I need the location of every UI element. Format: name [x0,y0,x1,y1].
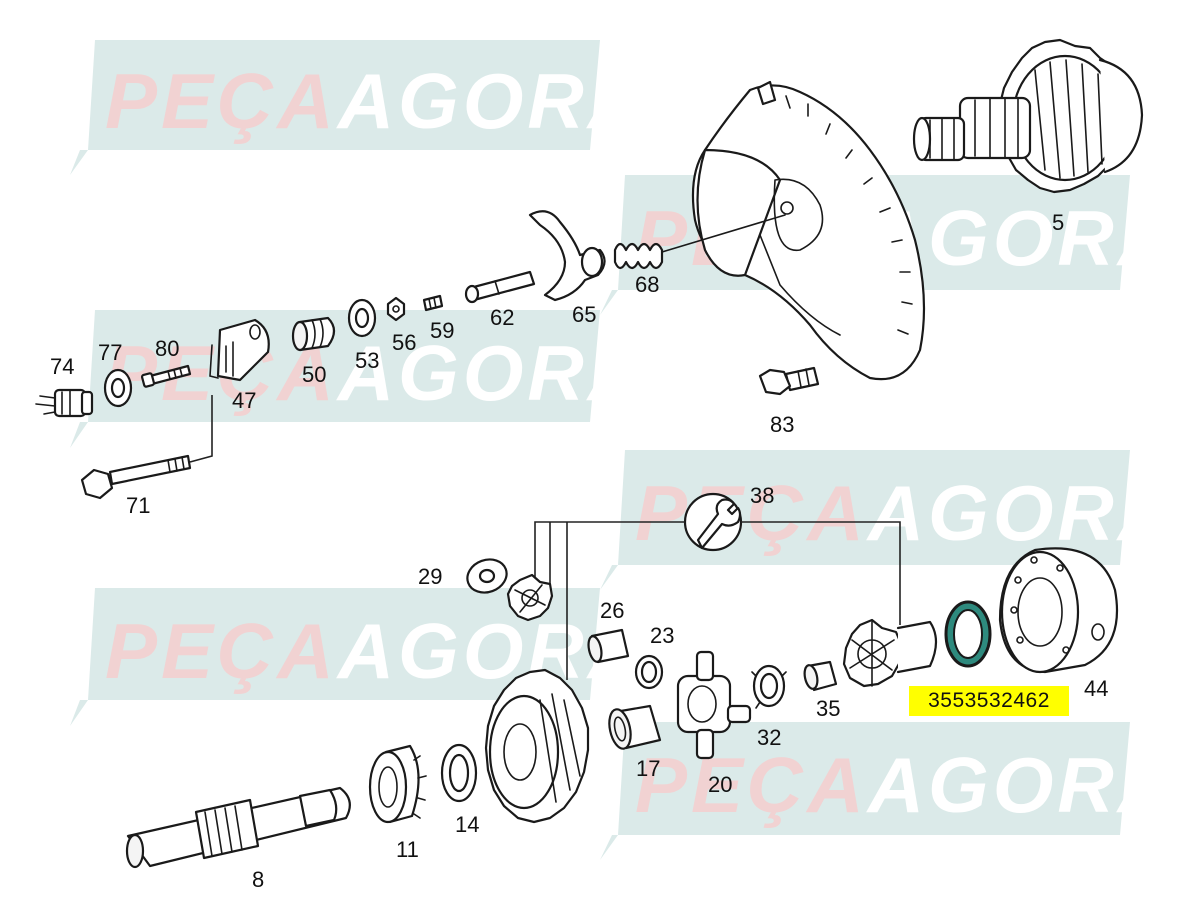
part-50-plug [291,316,336,352]
label-20: 20 [708,772,732,797]
label-38: 38 [750,483,774,508]
label-17: 17 [636,756,660,781]
part-77-washer [103,368,133,408]
label-11: 11 [396,837,419,862]
label-68: 68 [635,272,659,297]
part-17-bushing [608,704,662,750]
part-62-pin [464,270,536,304]
label-5: 5 [1052,210,1064,235]
label-80: 80 [155,336,179,361]
part-23-ring [634,654,664,690]
label-47: 47 [232,388,256,413]
part-68-spring [613,214,786,270]
part-number-highlight[interactable]: 3553532462 [909,686,1069,716]
label-23: 23 [650,623,674,648]
watermark-5: PEÇAAGORA [70,588,648,726]
part-59-screw [422,294,444,312]
highlighted-ring-3553532462[interactable] [944,600,992,668]
label-8: 8 [252,867,264,892]
part-labels: 5 68 65 62 59 56 53 50 80 77 74 47 71 83… [50,210,1108,892]
label-74: 74 [50,354,74,379]
label-50: 50 [302,362,326,387]
label-26: 26 [600,598,624,623]
label-77: 77 [98,340,122,365]
label-83: 83 [770,412,794,437]
housing [691,80,926,381]
part-47-bracket [209,318,270,382]
part-small-bevel-gear [506,573,554,622]
part-14-ring [440,743,478,803]
part-83-bolt [758,366,820,396]
part-35-bushing [803,660,838,692]
label-62: 62 [490,305,514,330]
watermark-text-b: AGORA [336,57,648,145]
label-71: 71 [126,493,150,518]
label-14: 14 [455,812,479,837]
watermark-text-a: PEÇA [105,57,338,145]
part-20-spider-cross [676,650,752,760]
label-56: 56 [392,330,416,355]
part-11-synchro-hub [368,744,427,824]
part-8-main-shaft [125,786,351,869]
watermark-4: PEÇAAGORA [600,450,1178,590]
label-29: 29 [418,564,442,589]
label-53: 53 [355,348,379,373]
watermark-6: PEÇAAGORA [600,722,1178,860]
label-44: 44 [1084,676,1108,701]
part-80-bolt [140,364,192,388]
svg-text:PEÇAAGORA: PEÇAAGORA [105,607,648,695]
svg-text:PEÇAAGORA: PEÇAAGORA [635,741,1178,829]
part-32-snap-ring [751,664,787,709]
label-65: 65 [572,302,596,327]
part-71-bolt [80,395,213,500]
part-5-gear-assembly [912,38,1144,194]
watermark-1: PEÇAAGORA [70,40,648,175]
part-29-washer [466,558,508,594]
label-32: 32 [757,725,781,750]
part-helical-gear [484,668,590,824]
svg-text:PEÇAAGORA: PEÇAAGORA [635,469,1178,557]
svg-text:PEÇAAGORA: PEÇAAGORA [105,57,648,145]
part-26-pin [587,628,630,664]
part-large-bevel-gear [842,618,938,688]
part-44-differential-case [998,547,1119,674]
part-38-tool-symbol [534,492,901,680]
part-74-sensor [35,388,94,418]
part-56-nut [386,296,406,322]
part-65-shift-fork [528,210,606,302]
part-number-text: 3553532462 [928,689,1050,712]
label-35: 35 [816,696,840,721]
part-53-washer [347,298,377,338]
label-59: 59 [430,318,454,343]
